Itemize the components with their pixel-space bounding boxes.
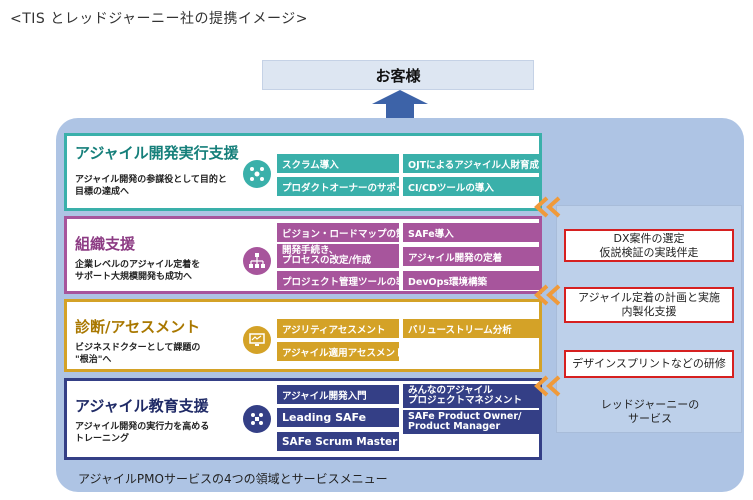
chip-safe-introduction: SAFe導入 bbox=[403, 223, 539, 242]
area-diagnosis-assessment: 診断/アセスメント ビジネスドクターとして課題の "根治"へ アジリティアセスメ… bbox=[64, 299, 542, 372]
area-title: アジャイル教育支援 bbox=[75, 397, 209, 415]
area-title: 組織支援 bbox=[75, 235, 136, 253]
chevron-left-icon bbox=[534, 284, 561, 306]
chip-agile-intro: アジャイル開発入門 bbox=[277, 385, 399, 404]
chip-leading-safe: Leading SAFe bbox=[277, 408, 399, 427]
chip-safe-product-owner: SAFe Product Owner/ Product Manager bbox=[403, 410, 539, 434]
area-description: ビジネスドクターとして課題の "根治"へ bbox=[75, 343, 201, 365]
chip-agile-applicability-assessment: アジャイル適用アセスメント bbox=[277, 342, 399, 361]
area-agile-dev-support: アジャイル開発実行支援 アジャイル開発の参謀役として目的と 目標の達成へ スクラ… bbox=[64, 133, 542, 211]
chip-devops-environment: DevOps環境構築 bbox=[403, 271, 539, 290]
up-arrow-icon bbox=[372, 90, 428, 120]
page-heading: <TIS とレッドジャーニー社の提携イメージ> bbox=[10, 11, 308, 27]
chip-product-owner-support: プロダクトオーナーのサポート bbox=[277, 177, 399, 196]
chip-ojt-training: OJTによるアジャイル人財育成 bbox=[403, 154, 539, 173]
area-title: アジャイル開発実行支援 bbox=[75, 144, 239, 162]
services-caption: レッドジャーニーの サービス bbox=[600, 398, 700, 425]
chip-cicd-tools: CI/CDツールの導入 bbox=[403, 177, 539, 196]
service-design-sprint-training: デザインスプリントなどの研修 bbox=[564, 350, 734, 378]
area-agile-education-support: アジャイル教育支援 アジャイル開発の実行力を高める トレーニング アジャイル開発… bbox=[64, 378, 542, 460]
chip-safe-scrum-master: SAFe Scrum Master bbox=[277, 432, 399, 451]
chip-agility-assessment: アジリティアセスメント bbox=[277, 319, 399, 338]
area-description: 企業レベルのアジャイル定着を サポート大規模開発も成功へ bbox=[75, 260, 201, 282]
customer-label: お客様 bbox=[375, 66, 421, 85]
chip-agile-adoption: アジャイル開発の定着 bbox=[403, 247, 539, 266]
chip-value-stream-analysis: バリューストリーム分析 bbox=[403, 319, 539, 338]
chip-vision-roadmap: ビジョン・ロードマップの策定 bbox=[277, 223, 399, 242]
team-network-icon bbox=[243, 160, 271, 188]
chip-agile-project-management: みんなのアジャイル プロジェクトマネジメント bbox=[403, 384, 539, 408]
chevron-left-icon bbox=[534, 196, 561, 218]
area-organization-support: 組織支援 企業レベルのアジャイル定着を サポート大規模開発も成功へ ビジョン・ロ… bbox=[64, 216, 542, 294]
chip-pm-tools: プロジェクト管理ツールの導入 bbox=[277, 271, 399, 290]
diagnosis-monitor-icon bbox=[243, 326, 271, 354]
service-dx-selection: DX案件の選定 仮説検証の実践伴走 bbox=[564, 229, 734, 262]
chevron-left-icon bbox=[534, 375, 561, 397]
area-description: アジャイル開発の参謀役として目的と 目標の達成へ bbox=[75, 175, 227, 197]
training-group-icon bbox=[243, 405, 271, 433]
chip-scrum-introduction: スクラム導入 bbox=[277, 154, 399, 173]
service-agile-adoption-plan: アジャイル定着の計画と実施 内製化支援 bbox=[564, 287, 734, 323]
area-title: 診断/アセスメント bbox=[75, 318, 201, 336]
chip-process-revision: 開発手続き、 プロセスの改定/作成 bbox=[277, 244, 399, 268]
org-hierarchy-icon bbox=[243, 247, 271, 275]
pmo-caption: アジャイルPMOサービスの4つの領域とサービスメニュー bbox=[78, 472, 388, 486]
customer-box: お客様 bbox=[262, 60, 534, 90]
area-description: アジャイル開発の実行力を高める トレーニング bbox=[75, 422, 210, 444]
